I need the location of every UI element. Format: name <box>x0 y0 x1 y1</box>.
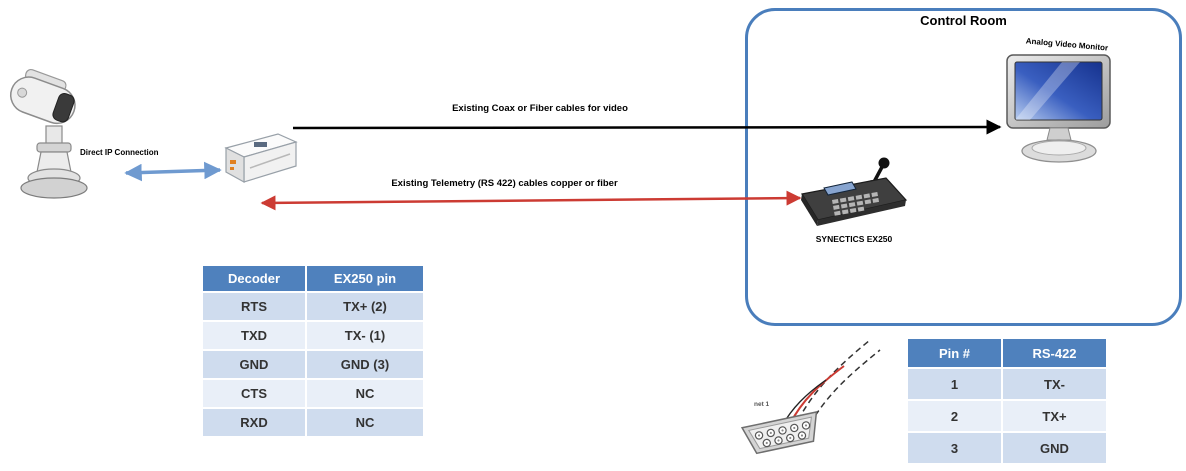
column-header: Pin # <box>906 337 1003 369</box>
ip-connection-arrow <box>124 161 222 182</box>
keyboard-illustration <box>801 157 908 226</box>
column-header: Decoder <box>201 264 307 293</box>
table-header-row: Pin # RS-422 <box>906 337 1108 369</box>
table-cell: 2 <box>906 399 1003 433</box>
keyboard-name-label: SYNECTICS EX250 <box>815 234 893 244</box>
control-room-boundary <box>745 8 1182 326</box>
control-room-title: Control Room <box>920 13 1007 28</box>
direct-ip-connection-label: Direct IP Connection <box>80 148 159 157</box>
table-row: 3 GND <box>906 431 1108 465</box>
monitor-illustration <box>1006 54 1111 163</box>
table-row: 1 TX- <box>906 367 1108 401</box>
ptz-camera-illustration <box>10 68 88 199</box>
table-header-row: Decoder EX250 pin <box>201 264 425 293</box>
decoder-illustration <box>224 133 298 184</box>
table-cell: RXD <box>201 407 307 438</box>
video-cable-line <box>292 119 1002 135</box>
table-cell: TX+ (2) <box>305 291 425 322</box>
column-header: EX250 pin <box>305 264 425 293</box>
table-cell: NC <box>305 407 425 438</box>
table-cell: GND <box>201 349 307 380</box>
column-header: RS-422 <box>1001 337 1108 369</box>
table-cell: TXD <box>201 320 307 351</box>
table-cell: NC <box>305 378 425 409</box>
table-row: 2 TX+ <box>906 399 1108 433</box>
table-cell: CTS <box>201 378 307 409</box>
table-row: CTS NC <box>201 378 425 409</box>
table-row: RXD NC <box>201 407 425 438</box>
table-cell: TX+ <box>1001 399 1108 433</box>
table-row: RTS TX+ (2) <box>201 291 425 322</box>
table-cell: GND (3) <box>305 349 425 380</box>
table-cell: 1 <box>906 367 1003 401</box>
connector-port-label: net 1 <box>754 401 770 408</box>
table-cell: TX- (1) <box>305 320 425 351</box>
table-cell: GND <box>1001 431 1108 465</box>
telemetry-cable-line <box>260 190 802 211</box>
db9-connector-illustration: net 1 <box>740 339 881 455</box>
table-cell: TX- <box>1001 367 1108 401</box>
telemetry-cable-label: Existing Telemetry (RS 422) cables coppe… <box>391 178 618 189</box>
table-cell: 3 <box>906 431 1003 465</box>
table-row: GND GND (3) <box>201 349 425 380</box>
rs422-pinout-table: Pin # RS-422 1 TX- 2 TX+ 3 GND <box>906 337 1108 465</box>
table-row: TXD TX- (1) <box>201 320 425 351</box>
table-cell: RTS <box>201 291 307 322</box>
video-cable-label: Existing Coax or Fiber cables for video <box>452 103 628 114</box>
decoder-pinout-table: Decoder EX250 pin RTS TX+ (2) TXD TX- (1… <box>201 264 425 438</box>
